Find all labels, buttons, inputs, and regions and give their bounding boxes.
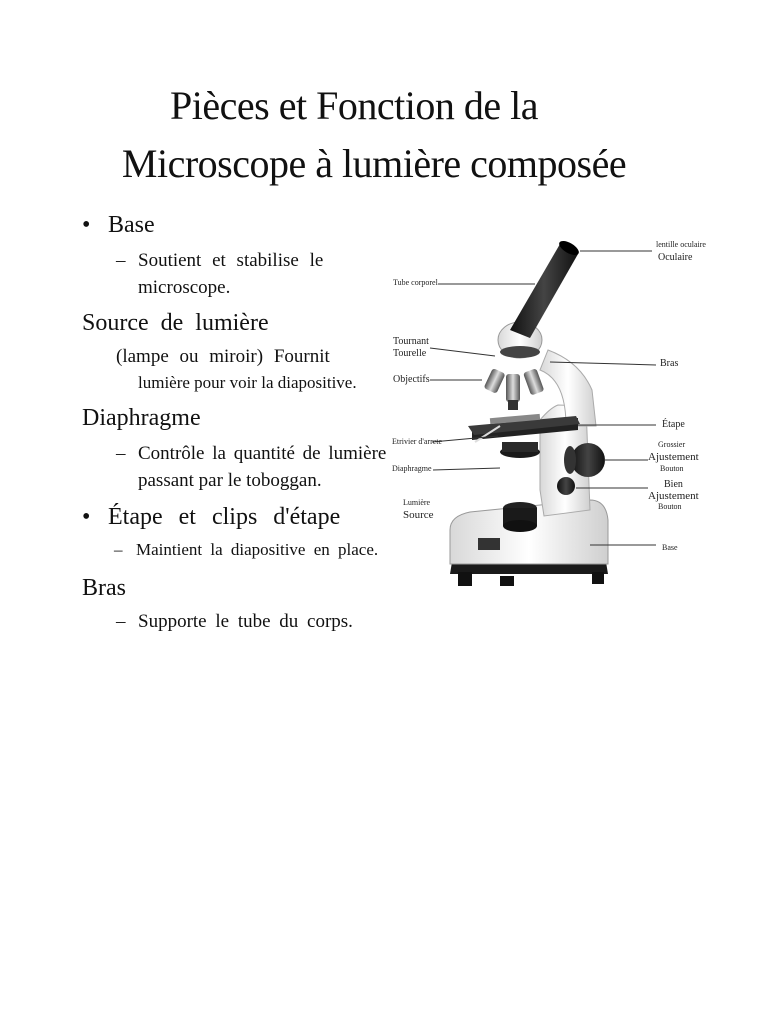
heading-diaphragm: Diaphragme [82,405,201,431]
label-eyepiece-small: lentille oculaire [656,240,706,249]
text-light-source-1: (lampe ou miroir) Fournit [116,346,330,367]
label-body-tube: Tube corporel [393,278,438,287]
leader-arm [549,361,657,366]
leader-stage-clips [431,435,499,443]
heading-light-source: Source de lumière [82,310,269,336]
heading-stage: Étape et clips d'étape [82,504,340,531]
label-fine-3: Bouton [658,502,682,511]
label-fine-2: Ajustement [648,490,699,502]
label-coarse-2: Ajustement [648,451,699,463]
label-stage-clips: Etrivier d'arrete [392,437,443,446]
text-diaphragm-2: passant par le toboggan. [138,470,322,491]
leader-diaphragm [432,467,501,471]
label-objectives: Objectifs [393,374,430,385]
label-base: Base [662,543,678,552]
microscope-illustration [449,241,609,586]
heading-base: Base [82,212,154,239]
text-light-source-2: lumière pour voir la diapositive. [138,373,357,392]
heading-arm: Bras [82,575,126,601]
label-light-1: Lumière [403,498,431,507]
text-diaphragm-1: Contrôle la quantité de lumière [116,443,386,465]
label-coarse-3: Bouton [660,464,684,473]
label-eyepiece: Oculaire [658,252,693,263]
label-arm: Bras [660,358,679,369]
label-turret-1: Tournant [393,336,429,347]
text-stage-1: Maintient la diapositive en place. [114,540,378,560]
label-diaphragm: Diaphragme [392,464,432,473]
text-arm-1: Supporte le tube du corps. [116,611,353,633]
text-base-1: Soutient et stabilise le [116,250,323,272]
label-turret-2: Tourelle [393,348,427,359]
label-stage: Étape [662,419,685,430]
title-line-1: Pièces et Fonction de la [170,83,538,128]
title-line-2: Microscope à lumière composée [121,141,627,186]
leader-turret [429,347,496,357]
label-fine-1: Bien [664,479,683,490]
text-base-2: microscope. [138,277,231,298]
label-coarse-1: Grossier [658,440,686,449]
label-light-2: Source [403,509,434,521]
